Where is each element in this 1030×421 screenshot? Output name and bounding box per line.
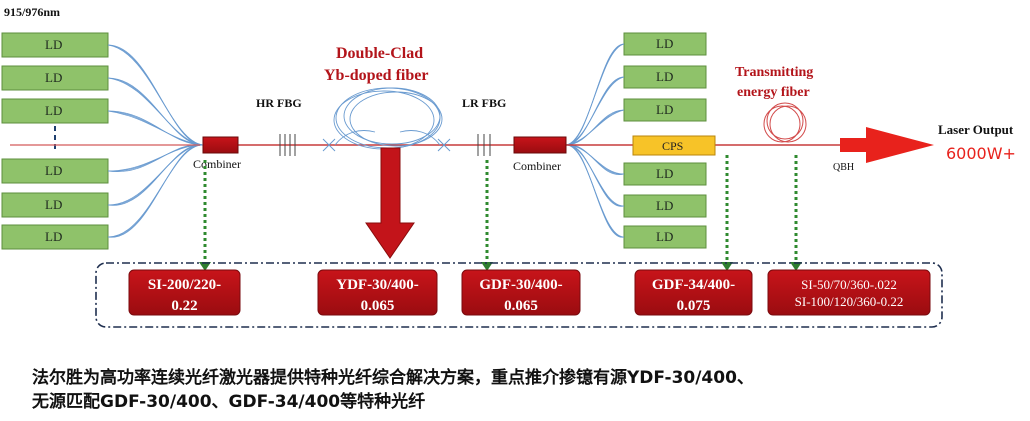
ld-box-left-2: LD bbox=[1, 65, 109, 91]
transmitting-fiber-coil bbox=[763, 102, 807, 143]
combiner-right bbox=[513, 136, 567, 154]
cps-box bbox=[632, 135, 716, 156]
transmitting-line1: Transmitting bbox=[735, 65, 813, 80]
product-boxes: SI-200/220-0.22YDF-30/400-0.065GDF-30/40… bbox=[128, 269, 931, 316]
ld-label: LD bbox=[45, 229, 62, 244]
splice-marks bbox=[322, 138, 451, 152]
product-box-2: YDF-30/400- 0.065 bbox=[317, 269, 438, 316]
laser-output-label: Laser Output bbox=[938, 122, 1014, 137]
ld-label: LD bbox=[656, 166, 673, 181]
product-box-line: GDF-30/400- bbox=[479, 277, 562, 293]
green-pointers bbox=[203, 155, 798, 262]
ld-box-left-5: LD bbox=[1, 192, 109, 218]
ld-box-right-4: LD bbox=[623, 162, 707, 186]
product-box-line: 0.065 bbox=[361, 298, 395, 314]
product-box-line: SI-50/70/360-.022 bbox=[801, 277, 897, 292]
ld-box-right-6: LD bbox=[623, 225, 707, 249]
product-box-line: 0.065 bbox=[504, 298, 538, 314]
ld-label: LD bbox=[656, 198, 673, 213]
product-box-3: GDF-30/400- 0.065 bbox=[461, 269, 581, 316]
ld-box-right-3: LD bbox=[623, 98, 707, 122]
transmitting-line2: energy fiber bbox=[737, 85, 810, 100]
green-pointer-heads bbox=[199, 262, 802, 271]
yb-fiber-coil bbox=[333, 87, 443, 150]
ld-label: LD bbox=[656, 36, 673, 51]
ld-label: LD bbox=[45, 103, 62, 118]
power-label: 6000W+ bbox=[946, 144, 1016, 163]
product-box-line: SI-200/220- bbox=[148, 277, 221, 293]
ld-box-left-4: LD bbox=[1, 158, 109, 184]
ld-box-left-3: LD bbox=[1, 98, 109, 124]
lr-fbg-grating bbox=[477, 134, 491, 156]
product-box-4: GDF-34/400- 0.075 bbox=[634, 269, 753, 316]
product-box-line: SI-100/120/360-0.22 bbox=[795, 294, 904, 309]
caption: 法尔胜为高功率连续光纤激光器提供特种光纤综合解决方案，重点推介掺镱有源YDF-3… bbox=[32, 366, 1012, 414]
fiber-title-line1: Double-Clad bbox=[336, 45, 423, 62]
caption-line-2: 无源匹配GDF-30/400、GDF-34/400等特种光纤 bbox=[32, 392, 426, 412]
lr-fbg-label: LR FBG bbox=[462, 96, 506, 110]
ld-label: LD bbox=[45, 37, 62, 52]
caption-line-1: 法尔胜为高功率连续光纤激光器提供特种光纤综合解决方案，重点推介掺镱有源YDF-3… bbox=[32, 368, 754, 388]
ld-box-right-2: LD bbox=[623, 65, 707, 89]
ydf-down-arrow bbox=[365, 147, 415, 259]
product-box-line: 0.075 bbox=[677, 298, 711, 314]
product-frame bbox=[95, 262, 943, 328]
ld-box-left-6: LD bbox=[1, 224, 109, 250]
fiber-title-line2: Yb-doped fiber bbox=[324, 67, 428, 84]
ld-group-left: LD LD LD LD LD LD bbox=[1, 32, 109, 250]
ld-box-right-1: LD bbox=[623, 32, 707, 56]
ld-label: LD bbox=[656, 69, 673, 84]
product-box-line: YDF-30/400- bbox=[336, 277, 419, 293]
laser-output-arrow bbox=[840, 127, 934, 163]
ld-group-right: LD LD LD LD LD LD bbox=[623, 32, 707, 249]
ld-box-left-1: LD bbox=[1, 32, 109, 58]
combiner-right-label: Combiner bbox=[513, 159, 561, 173]
wavelength-label: 915/976nm bbox=[4, 5, 60, 19]
cps-label: CPS bbox=[662, 139, 683, 153]
ld-label: LD bbox=[45, 197, 62, 212]
qbh-label: QBH bbox=[833, 162, 854, 173]
product-box-1: SI-200/220- 0.22 bbox=[128, 269, 241, 316]
ld-box-right-5: LD bbox=[623, 194, 707, 218]
product-box-line: 0.22 bbox=[171, 298, 197, 314]
ld-label: LD bbox=[45, 163, 62, 178]
ld-label: LD bbox=[656, 102, 673, 117]
product-box-line: GDF-34/400- bbox=[652, 277, 735, 293]
hr-fbg-label: HR FBG bbox=[256, 96, 302, 110]
combiner-left-label: Combiner bbox=[193, 157, 241, 171]
pump-fibers-left bbox=[107, 44, 204, 238]
pump-fibers-right bbox=[565, 43, 625, 238]
combiner-left bbox=[202, 136, 239, 154]
hr-fbg-grating bbox=[279, 134, 296, 156]
ld-label: LD bbox=[45, 70, 62, 85]
ld-label: LD bbox=[656, 229, 673, 244]
